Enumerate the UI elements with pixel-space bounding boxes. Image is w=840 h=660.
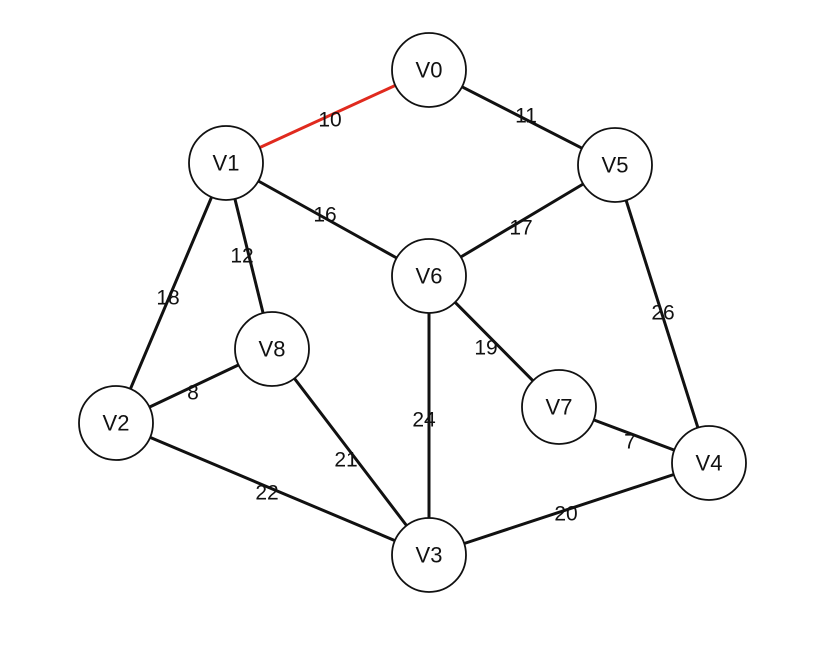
edge-v6-v7 [453, 300, 535, 383]
edge-weight-v5-v6: 17 [509, 217, 532, 240]
node-v6: V6 [391, 238, 467, 314]
edge-weight-v5-v4: 26 [651, 302, 674, 325]
edge-v8-v2 [147, 363, 241, 409]
edge-v1-v6 [256, 179, 399, 260]
node-v4: V4 [671, 425, 747, 501]
edge-v1-v2 [128, 195, 214, 391]
edge-v0-v1 [258, 83, 397, 150]
node-circle-v3 [391, 517, 467, 593]
edge-v4-v3 [462, 473, 676, 545]
node-v1: V1 [188, 125, 264, 201]
node-v0: V0 [391, 32, 467, 108]
edge-weight-v8-v3: 21 [334, 449, 357, 472]
edge-v1-v8 [233, 197, 265, 315]
node-circle-v6 [391, 238, 467, 314]
node-label-v3: V3 [416, 543, 443, 568]
node-v5: V5 [577, 127, 653, 203]
edge-v5-v6 [459, 182, 585, 259]
node-circle-v5 [577, 127, 653, 203]
edge-v7-v4 [592, 418, 676, 452]
edge-v0-v5 [460, 85, 584, 150]
node-circle-v2 [78, 385, 154, 461]
node-v2: V2 [78, 385, 154, 461]
node-label-v6: V6 [416, 264, 443, 289]
edge-weight-v0-v1: 10 [318, 109, 341, 132]
edge-v5-v4 [624, 198, 700, 430]
edge-weight-v7-v4: 7 [624, 431, 636, 454]
node-label-v5: V5 [602, 153, 629, 178]
node-label-v0: V0 [416, 58, 443, 83]
edge-weight-v2-v3: 22 [255, 482, 278, 505]
node-circle-v4 [671, 425, 747, 501]
edge-weight-v8-v2: 8 [187, 382, 199, 405]
edge-labels-layer: 10 11 16 12 18 17 26 19 24 8 21 22 7 20 [156, 105, 674, 526]
node-v3: V3 [391, 517, 467, 593]
edge-weight-v1-v6: 16 [313, 204, 336, 227]
edge-v2-v3 [148, 435, 397, 543]
node-label-v4: V4 [696, 451, 723, 476]
node-v7: V7 [521, 369, 597, 445]
node-label-v1: V1 [213, 151, 240, 176]
node-label-v7: V7 [546, 395, 573, 420]
edge-weight-v1-v2: 18 [156, 287, 179, 310]
edge-weight-v1-v8: 12 [230, 245, 253, 268]
edge-weight-v6-v3: 24 [412, 409, 436, 432]
node-circle-v7 [521, 369, 597, 445]
edge-v8-v3 [292, 376, 409, 528]
node-circle-v0 [391, 32, 467, 108]
edge-weight-v0-v5: 11 [515, 105, 537, 128]
node-label-v8: V8 [259, 337, 286, 362]
node-circle-v8 [234, 311, 310, 387]
node-circle-v1 [188, 125, 264, 201]
node-label-v2: V2 [103, 411, 130, 436]
edges-layer [128, 83, 700, 545]
node-v8: V8 [234, 311, 310, 387]
edge-weight-v6-v7: 19 [474, 337, 497, 360]
edge-weight-v4-v3: 20 [554, 503, 577, 526]
